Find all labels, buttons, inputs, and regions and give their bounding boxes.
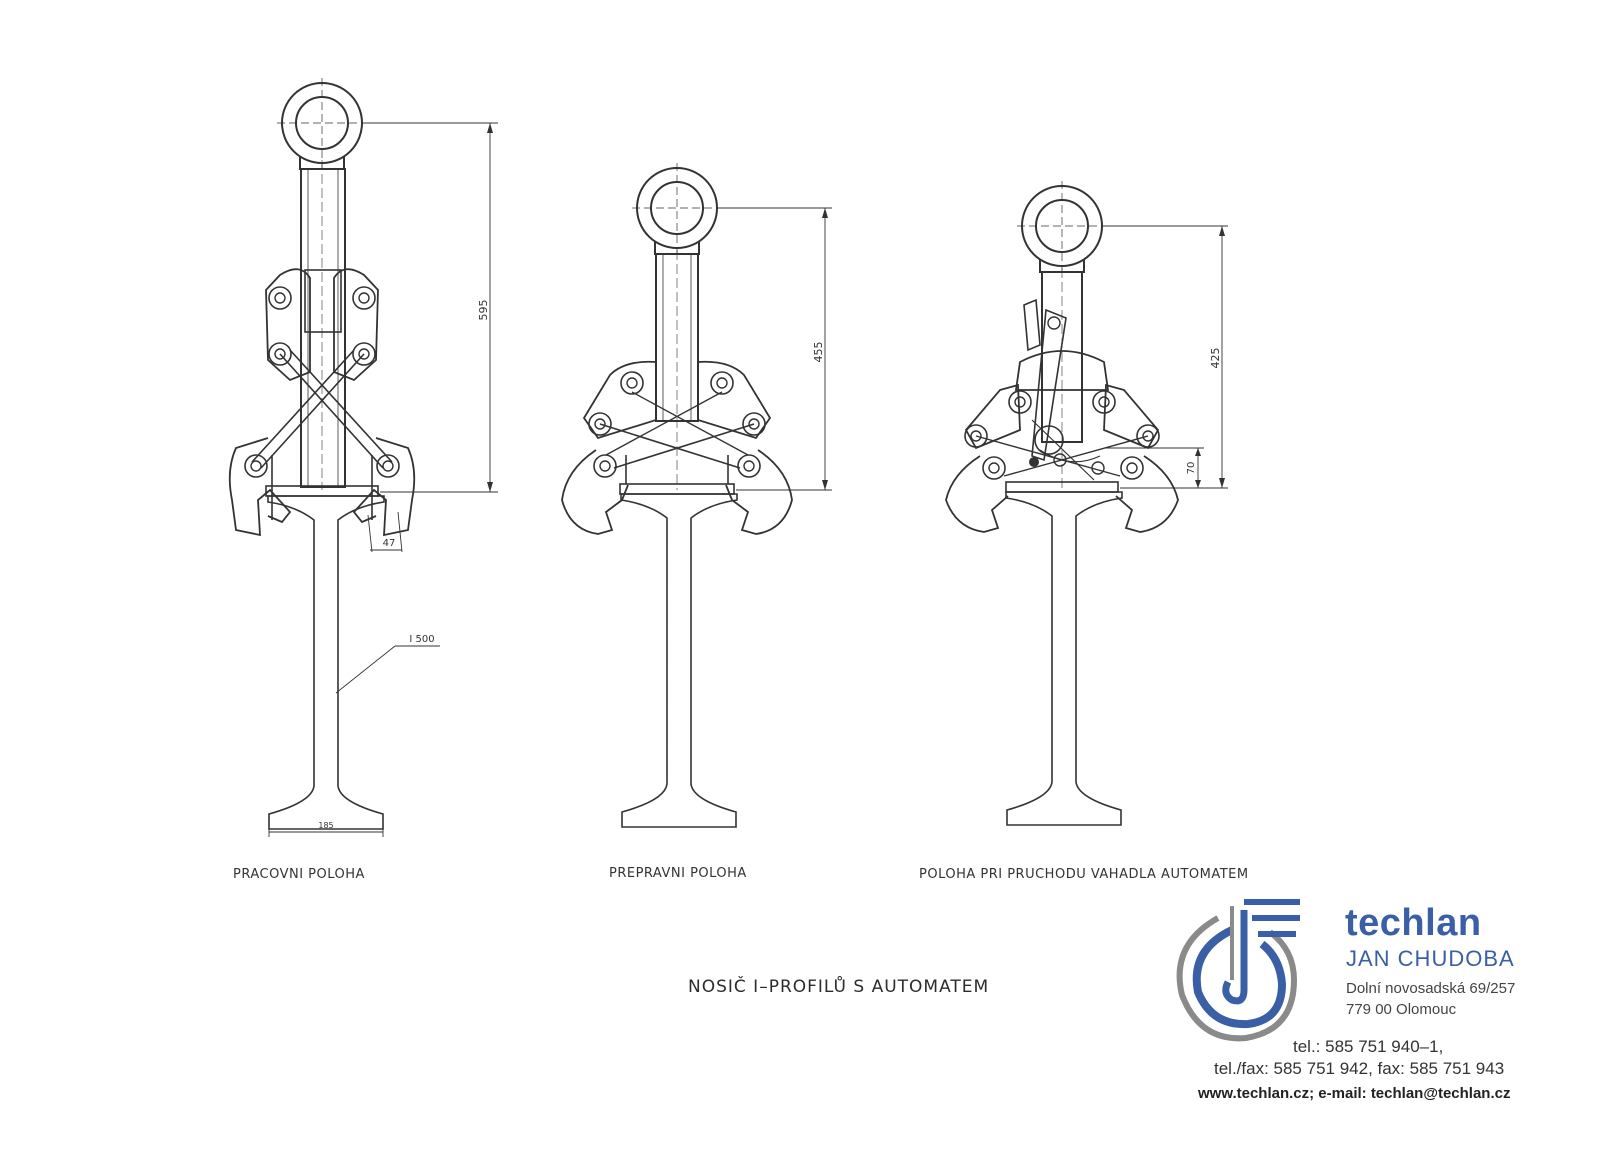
phone: tel.: 585 751 940–1, — [1293, 1037, 1444, 1056]
view2-caption: PREPRAVNI POLOHA — [609, 866, 747, 881]
profile-label: I 500 — [409, 634, 434, 645]
height-dimension-view2: 455 — [812, 342, 825, 363]
flange-dimension: 185 — [318, 821, 333, 830]
web-email: www.techlan.cz; e-mail: techlan@techlan.… — [1198, 1085, 1511, 1102]
company-name: techlan — [1345, 902, 1482, 944]
techlan-logo-icon — [1176, 899, 1300, 1042]
view-transport-position: 455 — [561, 162, 832, 828]
jaw-dimension-view1: 47 — [383, 538, 396, 549]
height-dimension-view3: 425 — [1209, 348, 1222, 369]
address-line-1: Dolní novosadská 69/257 — [1346, 980, 1516, 997]
height-dimension-view1: 595 — [477, 300, 490, 321]
view1-caption: PRACOVNI POLOHA — [233, 867, 365, 882]
address-line-2: 779 00 Olomouc — [1346, 1001, 1457, 1018]
view3-caption: POLOHA PRI PRUCHODU VAHADLA AUTOMATEM — [919, 867, 1249, 882]
offset-dimension-view3: 70 — [1186, 462, 1197, 475]
view-working-position: 595 47 I 500 185 — [228, 77, 498, 837]
fax: tel./fax: 585 751 942, fax: 585 751 943 — [1214, 1059, 1505, 1078]
company-owner: JAN CHUDOBA — [1346, 946, 1515, 971]
view-pass-position: 425 70 — [945, 180, 1228, 826]
drawing-title: NOSIČ I–PROFILŮ S AUTOMATEM — [688, 977, 990, 997]
